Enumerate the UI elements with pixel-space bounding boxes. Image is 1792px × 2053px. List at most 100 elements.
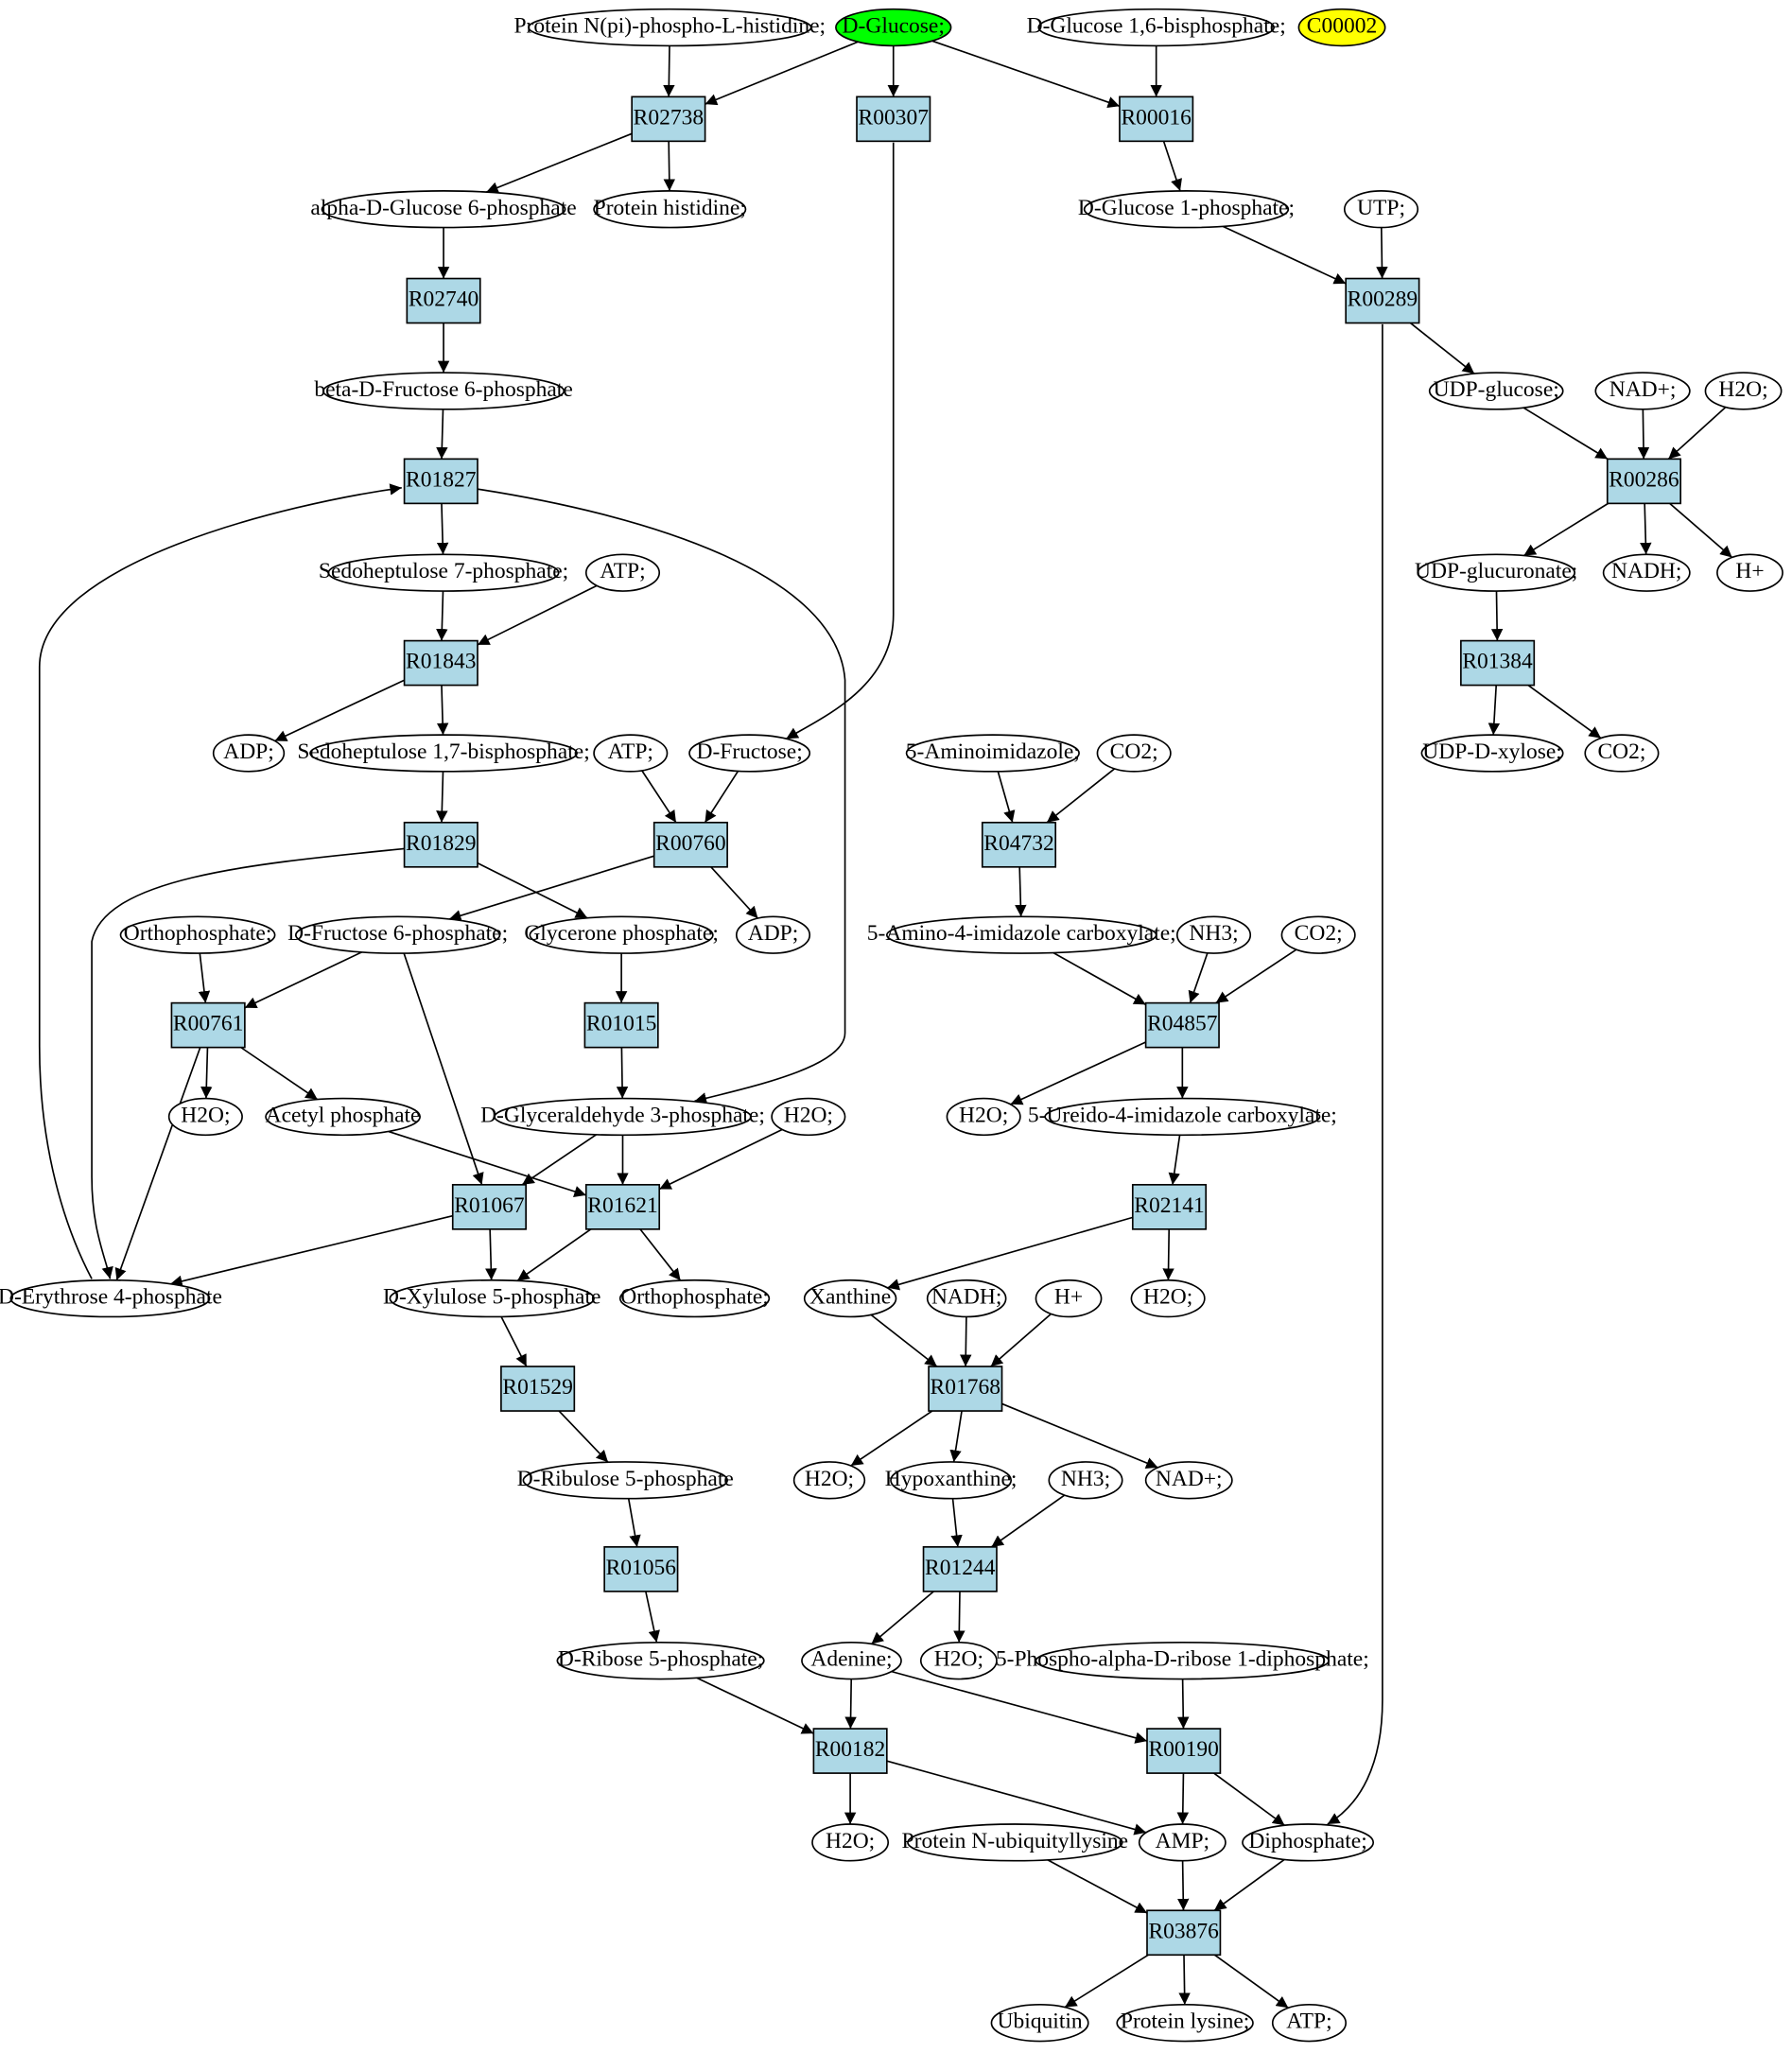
compound-node-atp_c[interactable]: ATP; [1271, 2004, 1348, 2043]
compound-node-adp_a[interactable]: ADP; [212, 734, 286, 773]
compound-node-g16bp[interactable]: D-Glucose 1,6-bisphosphate; [1027, 8, 1286, 47]
compound-node-h2o_g[interactable]: H2O; [919, 1641, 998, 1680]
compound-node-glucose[interactable]: D-Glucose; [835, 8, 952, 47]
reaction-node-R03876[interactable]: R03876 [1146, 1909, 1222, 1957]
compound-node-aminoimid[interactable]: 5-Aminoimidazole; [905, 734, 1080, 773]
compound-node-acp[interactable]: Acetyl phosphate [265, 1097, 421, 1137]
reaction-node-R00289[interactable]: R00289 [1345, 277, 1420, 324]
compound-node-amp[interactable]: AMP; [1138, 1823, 1227, 1862]
reaction-node-R00286[interactable]: R00286 [1606, 458, 1682, 505]
compound-node-co2_c[interactable]: CO2; [1280, 915, 1356, 954]
reaction-label: R01621 [587, 1193, 657, 1218]
compound-node-udpglcA[interactable]: UDP-glucuronate; [1415, 553, 1577, 592]
compound-node-s17bp[interactable]: Sedoheptulose 1,7-bisphosphate; [297, 734, 590, 773]
reaction-node-R01621[interactable]: R01621 [584, 1183, 661, 1230]
compound-node-atp_a[interactable]: ATP; [584, 553, 661, 592]
reaction-node-R01843[interactable]: R01843 [403, 639, 478, 687]
edge-s7p-to-R01843 [436, 591, 448, 641]
reaction-node-R02740[interactable]: R02740 [406, 277, 481, 324]
compound-node-phis[interactable]: Protein histidine; [593, 190, 747, 229]
compound-node-aica[interactable]: 5-Amino-4-imidazole carboxylate; [867, 915, 1176, 954]
reaction-node-R02738[interactable]: R02738 [631, 96, 706, 143]
compound-node-h2o_a[interactable]: H2O; [1704, 372, 1783, 410]
compound-ellipse [835, 8, 952, 47]
compound-node-s7p[interactable]: Sedoheptulose 7-phosphate; [319, 553, 568, 592]
edge-R00016-to-g1p [1162, 141, 1182, 192]
compound-label: D-Glucose; [843, 14, 945, 39]
compound-node-orthop_b[interactable]: Orthophosphate; [618, 1279, 771, 1318]
compound-node-atp_b[interactable]: ATP; [593, 734, 669, 773]
compound-node-udpglc[interactable]: UDP-glucose; [1428, 372, 1564, 410]
reaction-node-R00016[interactable]: R00016 [1119, 96, 1194, 143]
reaction-node-R04857[interactable]: R04857 [1144, 1001, 1220, 1049]
reaction-label: R01067 [454, 1193, 525, 1218]
compound-node-gap[interactable]: D-Glyceraldehyde 3-phosphate; [480, 1097, 765, 1137]
compound-node-ppi[interactable]: Diphosphate; [1242, 1823, 1375, 1862]
reaction-node-R00182[interactable]: R00182 [812, 1728, 888, 1774]
compound-node-ade[interactable]: Adenine; [801, 1641, 902, 1680]
compound-node-co2_b[interactable]: CO2; [1584, 734, 1660, 773]
compound-label: UDP-glucose; [1434, 377, 1559, 402]
compound-node-gnp[interactable]: Glycerone phosphate; [524, 915, 719, 954]
compound-node-e4p[interactable]: D-Erythrose 4-phosphate [0, 1279, 222, 1318]
reaction-node-R00190[interactable]: R00190 [1146, 1728, 1222, 1774]
compound-node-hp_a[interactable]: H+ [1716, 553, 1783, 592]
compound-node-udpxyl[interactable]: UDP-D-xylose; [1420, 734, 1564, 773]
compound-node-h2o_h[interactable]: H2O; [811, 1823, 890, 1862]
compound-node-xu5p[interactable]: D-Xylulose 5-phosphate [383, 1279, 600, 1318]
reaction-node-R01384[interactable]: R01384 [1460, 639, 1536, 687]
compound-node-prpp[interactable]: 5-Phospho-alpha-D-ribose 1-diphosphate; [996, 1641, 1369, 1680]
edge-R01829-to-gnp [477, 861, 588, 919]
reaction-node-R01015[interactable]: R01015 [583, 1001, 659, 1049]
compound-node-h2o_e[interactable]: H2O; [1130, 1279, 1206, 1318]
compound-node-r5p[interactable]: D-Ribose 5-phosphate; [556, 1641, 765, 1680]
compound-node-hp_b[interactable]: H+ [1035, 1279, 1103, 1318]
compound-ellipse [946, 1097, 1021, 1137]
edge-R01768-to-hyp [949, 1410, 963, 1463]
compound-node-ag6p[interactable]: alpha-D-Glucose 6-phosphate [310, 190, 577, 229]
compound-node-h2o_b[interactable]: H2O; [167, 1097, 243, 1137]
compound-node-h2o_d[interactable]: H2O; [946, 1097, 1021, 1137]
reaction-node-R01067[interactable]: R01067 [451, 1183, 527, 1230]
reaction-node-R01056[interactable]: R01056 [603, 1546, 679, 1592]
compound-node-plys[interactable]: Protein lysine; [1116, 2004, 1254, 2043]
reaction-node-R00760[interactable]: R00760 [652, 821, 728, 868]
compound-ellipse [556, 1641, 765, 1680]
reaction-node-R01244[interactable]: R01244 [922, 1546, 998, 1592]
compound-node-fru[interactable]: D-Fructose; [688, 734, 811, 773]
compound-node-pnpih[interactable]: Protein N(pi)-phospho-L-histidine; [513, 8, 826, 47]
reaction-node-R04732[interactable]: R04732 [981, 821, 1057, 868]
compound-node-nadp_b[interactable]: NAD+; [1144, 1461, 1233, 1500]
compound-node-nadh_b[interactable]: NADH; [926, 1279, 1007, 1318]
compound-node-nadp_a[interactable]: NAD+; [1594, 372, 1691, 410]
compound-node-nh3_a[interactable]: NH3; [1175, 915, 1252, 954]
edge-e4p-to-R01827 [38, 483, 402, 1279]
reaction-node-R00307[interactable]: R00307 [856, 96, 931, 143]
reaction-box [406, 277, 481, 324]
compound-node-adp_b[interactable]: ADP; [735, 915, 811, 954]
reaction-node-R01529[interactable]: R01529 [500, 1366, 576, 1412]
compound-node-co2_a[interactable]: CO2; [1096, 734, 1172, 773]
compound-node-c00002[interactable]: C00002 [1297, 8, 1386, 47]
compound-node-ru5p[interactable]: D-Ribulose 5-phosphate [517, 1461, 734, 1500]
compound-node-uica[interactable]: 5-Ureido-4-imidazole carboxylate; [1028, 1097, 1337, 1137]
compound-node-h2o_f[interactable]: H2O; [792, 1461, 866, 1500]
compound-node-hyp[interactable]: Hypoxanthine; [885, 1461, 1018, 1500]
edge-amp-to-R03876 [1177, 1860, 1190, 1911]
compound-node-f6p[interactable]: D-Fructose 6-phosphate; [287, 915, 508, 954]
compound-node-utp[interactable]: UTP; [1343, 190, 1419, 229]
reaction-node-R01768[interactable]: R01768 [928, 1366, 1003, 1412]
compound-node-ubq[interactable]: Ubiquitin [990, 2004, 1089, 2043]
reaction-node-R01827[interactable]: R01827 [403, 458, 478, 505]
compound-node-pnub[interactable]: Protein N-ubiquityllysine [902, 1823, 1129, 1862]
reaction-node-R00761[interactable]: R00761 [170, 1001, 246, 1049]
compound-node-nadh_a[interactable]: NADH; [1602, 553, 1691, 592]
compound-node-h2o_c[interactable]: H2O; [771, 1097, 846, 1137]
compound-node-nh3_b[interactable]: NH3; [1048, 1461, 1123, 1500]
reaction-node-R01829[interactable]: R01829 [403, 821, 478, 868]
compound-node-bf6p[interactable]: beta-D-Fructose 6-phosphate [314, 372, 573, 410]
compound-node-xan[interactable]: Xanthine [803, 1279, 897, 1318]
reaction-node-R02141[interactable]: R02141 [1131, 1183, 1208, 1230]
compound-node-g1p[interactable]: D-Glucose 1-phosphate; [1078, 190, 1295, 229]
compound-node-orthop_a[interactable]: Orthophosphate; [119, 915, 276, 954]
